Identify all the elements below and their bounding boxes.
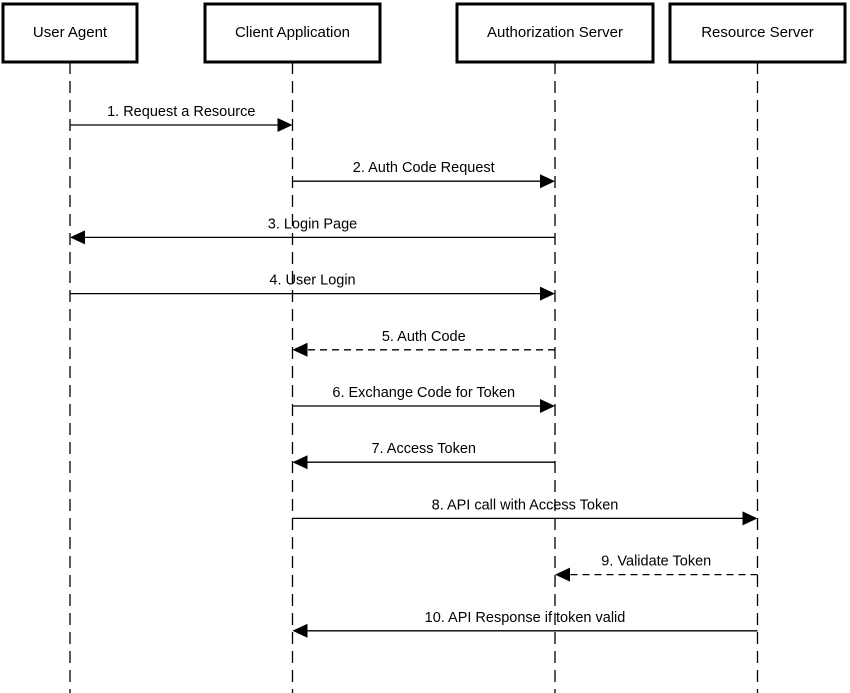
participants: User Agent Client Application Authorizatio… [1, 2, 847, 64]
message-label: 6. Exchange Code for Token [332, 385, 515, 401]
arrowhead-icon [292, 342, 308, 357]
arrowhead-icon [292, 455, 308, 470]
arrowhead-icon [277, 118, 293, 132]
participant-client-application: Client Application [203, 2, 382, 64]
message-label: 3. Login Page [268, 216, 358, 232]
participant-label: Client Application [235, 24, 350, 41]
participant-box [203, 2, 382, 64]
arrowhead-icon [742, 511, 758, 526]
arrowhead-icon [555, 567, 570, 582]
message-label: 5. Auth Code [382, 329, 466, 345]
arrowhead-icon [540, 399, 555, 413]
message-label: 10. API Response if token valid [425, 610, 626, 626]
participant-authorization-server: Authorization Server [455, 2, 655, 64]
message-label: 8. API call with Access Token [432, 497, 619, 513]
message-2: 2. Auth Code Request [292, 160, 555, 189]
message-1: 1. Request a Resource [70, 104, 293, 132]
participant-label: Authorization Server [487, 24, 623, 41]
participant-box [455, 2, 655, 64]
message-label: 9. Validate Token [601, 554, 711, 570]
participant-box [1, 2, 139, 64]
participant-box [668, 2, 847, 64]
message-3: 3. Login Page [70, 216, 555, 245]
message-6: 6. Exchange Code for Token [292, 385, 555, 413]
message-7: 7. Access Token [292, 441, 555, 470]
participant-resource-server: Resource Server [668, 2, 847, 64]
participant-label: Resource Server [701, 24, 814, 41]
message-8: 8. API call with Access Token [292, 497, 758, 526]
message-10: 10. API Response if token valid [292, 610, 758, 638]
message-label: 7. Access Token [371, 441, 476, 457]
participant-label: User Agent [33, 24, 108, 41]
message-label: 4. User Login [269, 273, 355, 289]
message-label: 2. Auth Code Request [353, 160, 495, 176]
arrowhead-icon [540, 174, 555, 189]
message-4: 4. User Login [70, 273, 555, 301]
lifelines [69, 62, 759, 693]
messages: 1. Request a Resource 2. Auth Code Reques… [70, 104, 758, 638]
message-9: 9. Validate Token [555, 554, 758, 582]
arrowhead-icon [70, 230, 85, 245]
arrowhead-icon [540, 286, 555, 301]
arrowhead-icon [292, 623, 308, 638]
message-5: 5. Auth Code [292, 329, 555, 357]
participant-user-agent: User Agent [1, 2, 139, 64]
message-label: 1. Request a Resource [107, 104, 255, 120]
